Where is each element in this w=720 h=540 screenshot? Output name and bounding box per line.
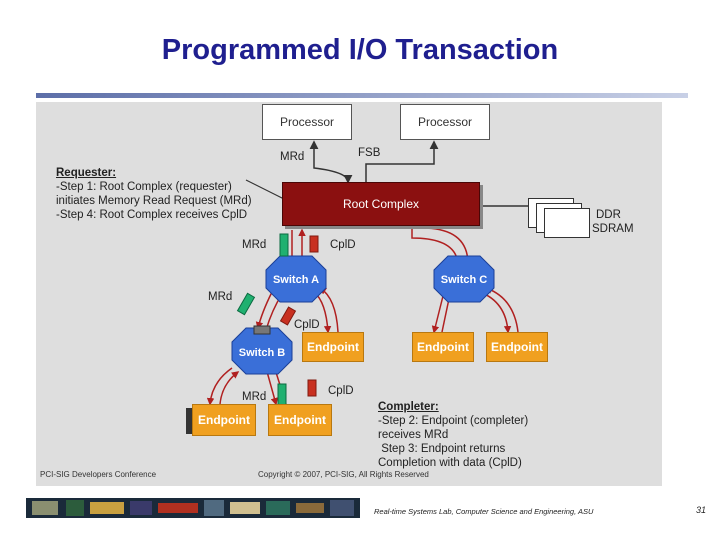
slide-title: Programmed I/O Transaction bbox=[161, 34, 559, 66]
cpld-rc-label: CplD bbox=[330, 239, 356, 251]
switch-a-ep-link-2 bbox=[318, 287, 339, 333]
ddr-label: DDR bbox=[596, 209, 621, 221]
cpld-packet-ab bbox=[279, 306, 297, 326]
fsb-link-left bbox=[309, 140, 353, 184]
completer-line: Completion with data (CplD) bbox=[378, 457, 522, 469]
circuit-board-image bbox=[26, 498, 360, 518]
mrd-packet-ab bbox=[236, 292, 256, 316]
mrd-ab-label: MRd bbox=[208, 291, 233, 303]
mrd-rc-label: MRd bbox=[242, 239, 267, 251]
page-number: 31 bbox=[696, 505, 707, 515]
switch-b-port-top bbox=[253, 325, 271, 335]
mrd-packet-rc bbox=[279, 233, 289, 257]
mrd-top-label: MRd bbox=[280, 151, 305, 163]
requester-heading: Requester: bbox=[56, 167, 117, 179]
switch-a-shape bbox=[265, 255, 327, 303]
diagram-panel: Processor Processor MRd FSB Root Complex… bbox=[36, 102, 662, 486]
ep-b1-stub bbox=[186, 408, 192, 434]
sdram-label: SDRAM bbox=[592, 223, 634, 235]
endpoint-b2: Endpoint bbox=[268, 404, 332, 436]
switch-c-ep1-link-1 bbox=[431, 291, 445, 334]
root-complex: Root Complex bbox=[282, 182, 480, 226]
switch-b-shape bbox=[231, 327, 293, 375]
completer-line: -Step 2: Endpoint (completer) bbox=[378, 415, 529, 427]
completer-note: Completer: -Step 2: Endpoint (completer)… bbox=[378, 400, 528, 470]
fsb-link-right bbox=[365, 140, 439, 182]
requester-line: -Step 1: Root Complex (requester) bbox=[56, 181, 232, 193]
switch-b-ep1-link-2 bbox=[219, 371, 240, 405]
completer-line: Step 3: Endpoint returns bbox=[378, 443, 506, 455]
switch-a-b-link-1 bbox=[255, 291, 273, 330]
completer-heading: Completer: bbox=[378, 401, 439, 413]
diagram-footer-left: PCI-SIG Developers Conference bbox=[40, 470, 157, 479]
switch-b-ep1-link-1 bbox=[206, 367, 233, 406]
mrd-b-label: MRd bbox=[242, 391, 267, 403]
cpld-ab-label: CplD bbox=[294, 319, 320, 331]
cpld-packet-rc bbox=[309, 235, 319, 253]
switch-b-label: Switch B bbox=[238, 347, 286, 359]
cpld-b-label: CplD bbox=[328, 385, 354, 397]
switch-c-shape bbox=[433, 255, 495, 303]
requester-line: -Step 4: Root Complex receives CplD bbox=[56, 209, 248, 221]
processor-right: Processor bbox=[400, 104, 490, 140]
diagram-footer-right: Copyright © 2007, PCI-SIG, All Rights Re… bbox=[258, 470, 429, 479]
mrd-packet-b bbox=[277, 383, 287, 407]
endpoint-b1: Endpoint bbox=[192, 404, 256, 436]
ddr-card-3 bbox=[544, 208, 590, 238]
slide-footer: Real-time Systems Lab, Computer Science … bbox=[374, 507, 594, 516]
link-lines bbox=[186, 140, 528, 434]
switch-a-label: Switch A bbox=[272, 274, 320, 286]
fsb-label: FSB bbox=[358, 147, 381, 159]
endpoint-a: Endpoint bbox=[302, 332, 364, 362]
completer-line: receives MRd bbox=[378, 429, 449, 441]
title-divider bbox=[36, 93, 688, 98]
requester-line: initiates Memory Read Request (MRd) bbox=[56, 195, 252, 207]
cpld-packet-b bbox=[307, 379, 317, 397]
requester-note: Requester: -Step 1: Root Complex (reques… bbox=[56, 166, 252, 222]
switch-c-label: Switch C bbox=[440, 274, 488, 286]
processor-left: Processor bbox=[262, 104, 352, 140]
endpoint-c2: Endpoint bbox=[486, 332, 548, 362]
endpoint-c1: Endpoint bbox=[412, 332, 474, 362]
